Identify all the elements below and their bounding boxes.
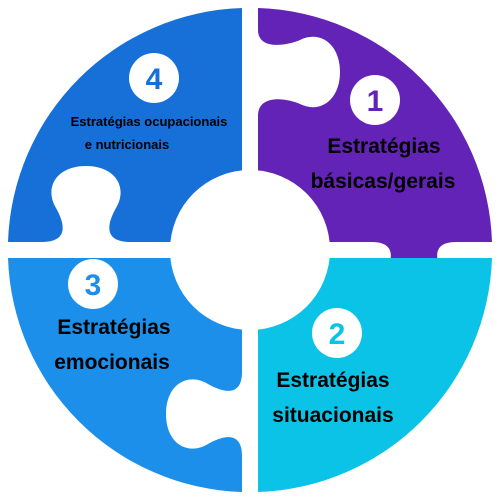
badge-2-circle	[312, 308, 362, 358]
puzzle-piece-1	[258, 8, 492, 318]
puzzle-piece-2	[258, 258, 492, 492]
label-2-line-2: situacionais	[272, 404, 393, 427]
badge-4-number: 4	[146, 63, 163, 96]
label-3-line-1: Estratégias	[57, 316, 170, 339]
label-2-line-1: Estratégias	[276, 369, 389, 392]
badge-4: 4	[129, 53, 179, 103]
badge-4-circle	[129, 53, 179, 103]
center-hole	[170, 170, 330, 330]
puzzle-piece-3	[8, 258, 242, 492]
badge-1: 1	[350, 75, 400, 125]
label-2: Estratégias situacionais	[272, 369, 393, 427]
badge-3-number: 3	[85, 269, 102, 302]
label-1-line-1: Estratégias	[327, 135, 440, 158]
label-1: Estratégias básicas/gerais	[311, 135, 456, 193]
label-3-line-2: emocionais	[54, 351, 170, 374]
label-4-line-1: Estratégias ocupacionais	[71, 114, 228, 129]
label-4-line-2: e nutricionais	[85, 137, 170, 152]
label-4: Estratégias ocupacionais e nutricionais	[71, 114, 228, 152]
puzzle-piece-4	[8, 8, 242, 242]
label-3: Estratégias emocionais	[54, 316, 170, 374]
badge-2-number: 2	[329, 318, 346, 351]
badge-3: 3	[68, 259, 118, 309]
badge-2: 2	[312, 308, 362, 358]
label-1-line-2: básicas/gerais	[311, 170, 456, 193]
badge-1-circle	[350, 75, 400, 125]
badge-3-circle	[68, 259, 118, 309]
badge-1-number: 1	[367, 85, 384, 118]
